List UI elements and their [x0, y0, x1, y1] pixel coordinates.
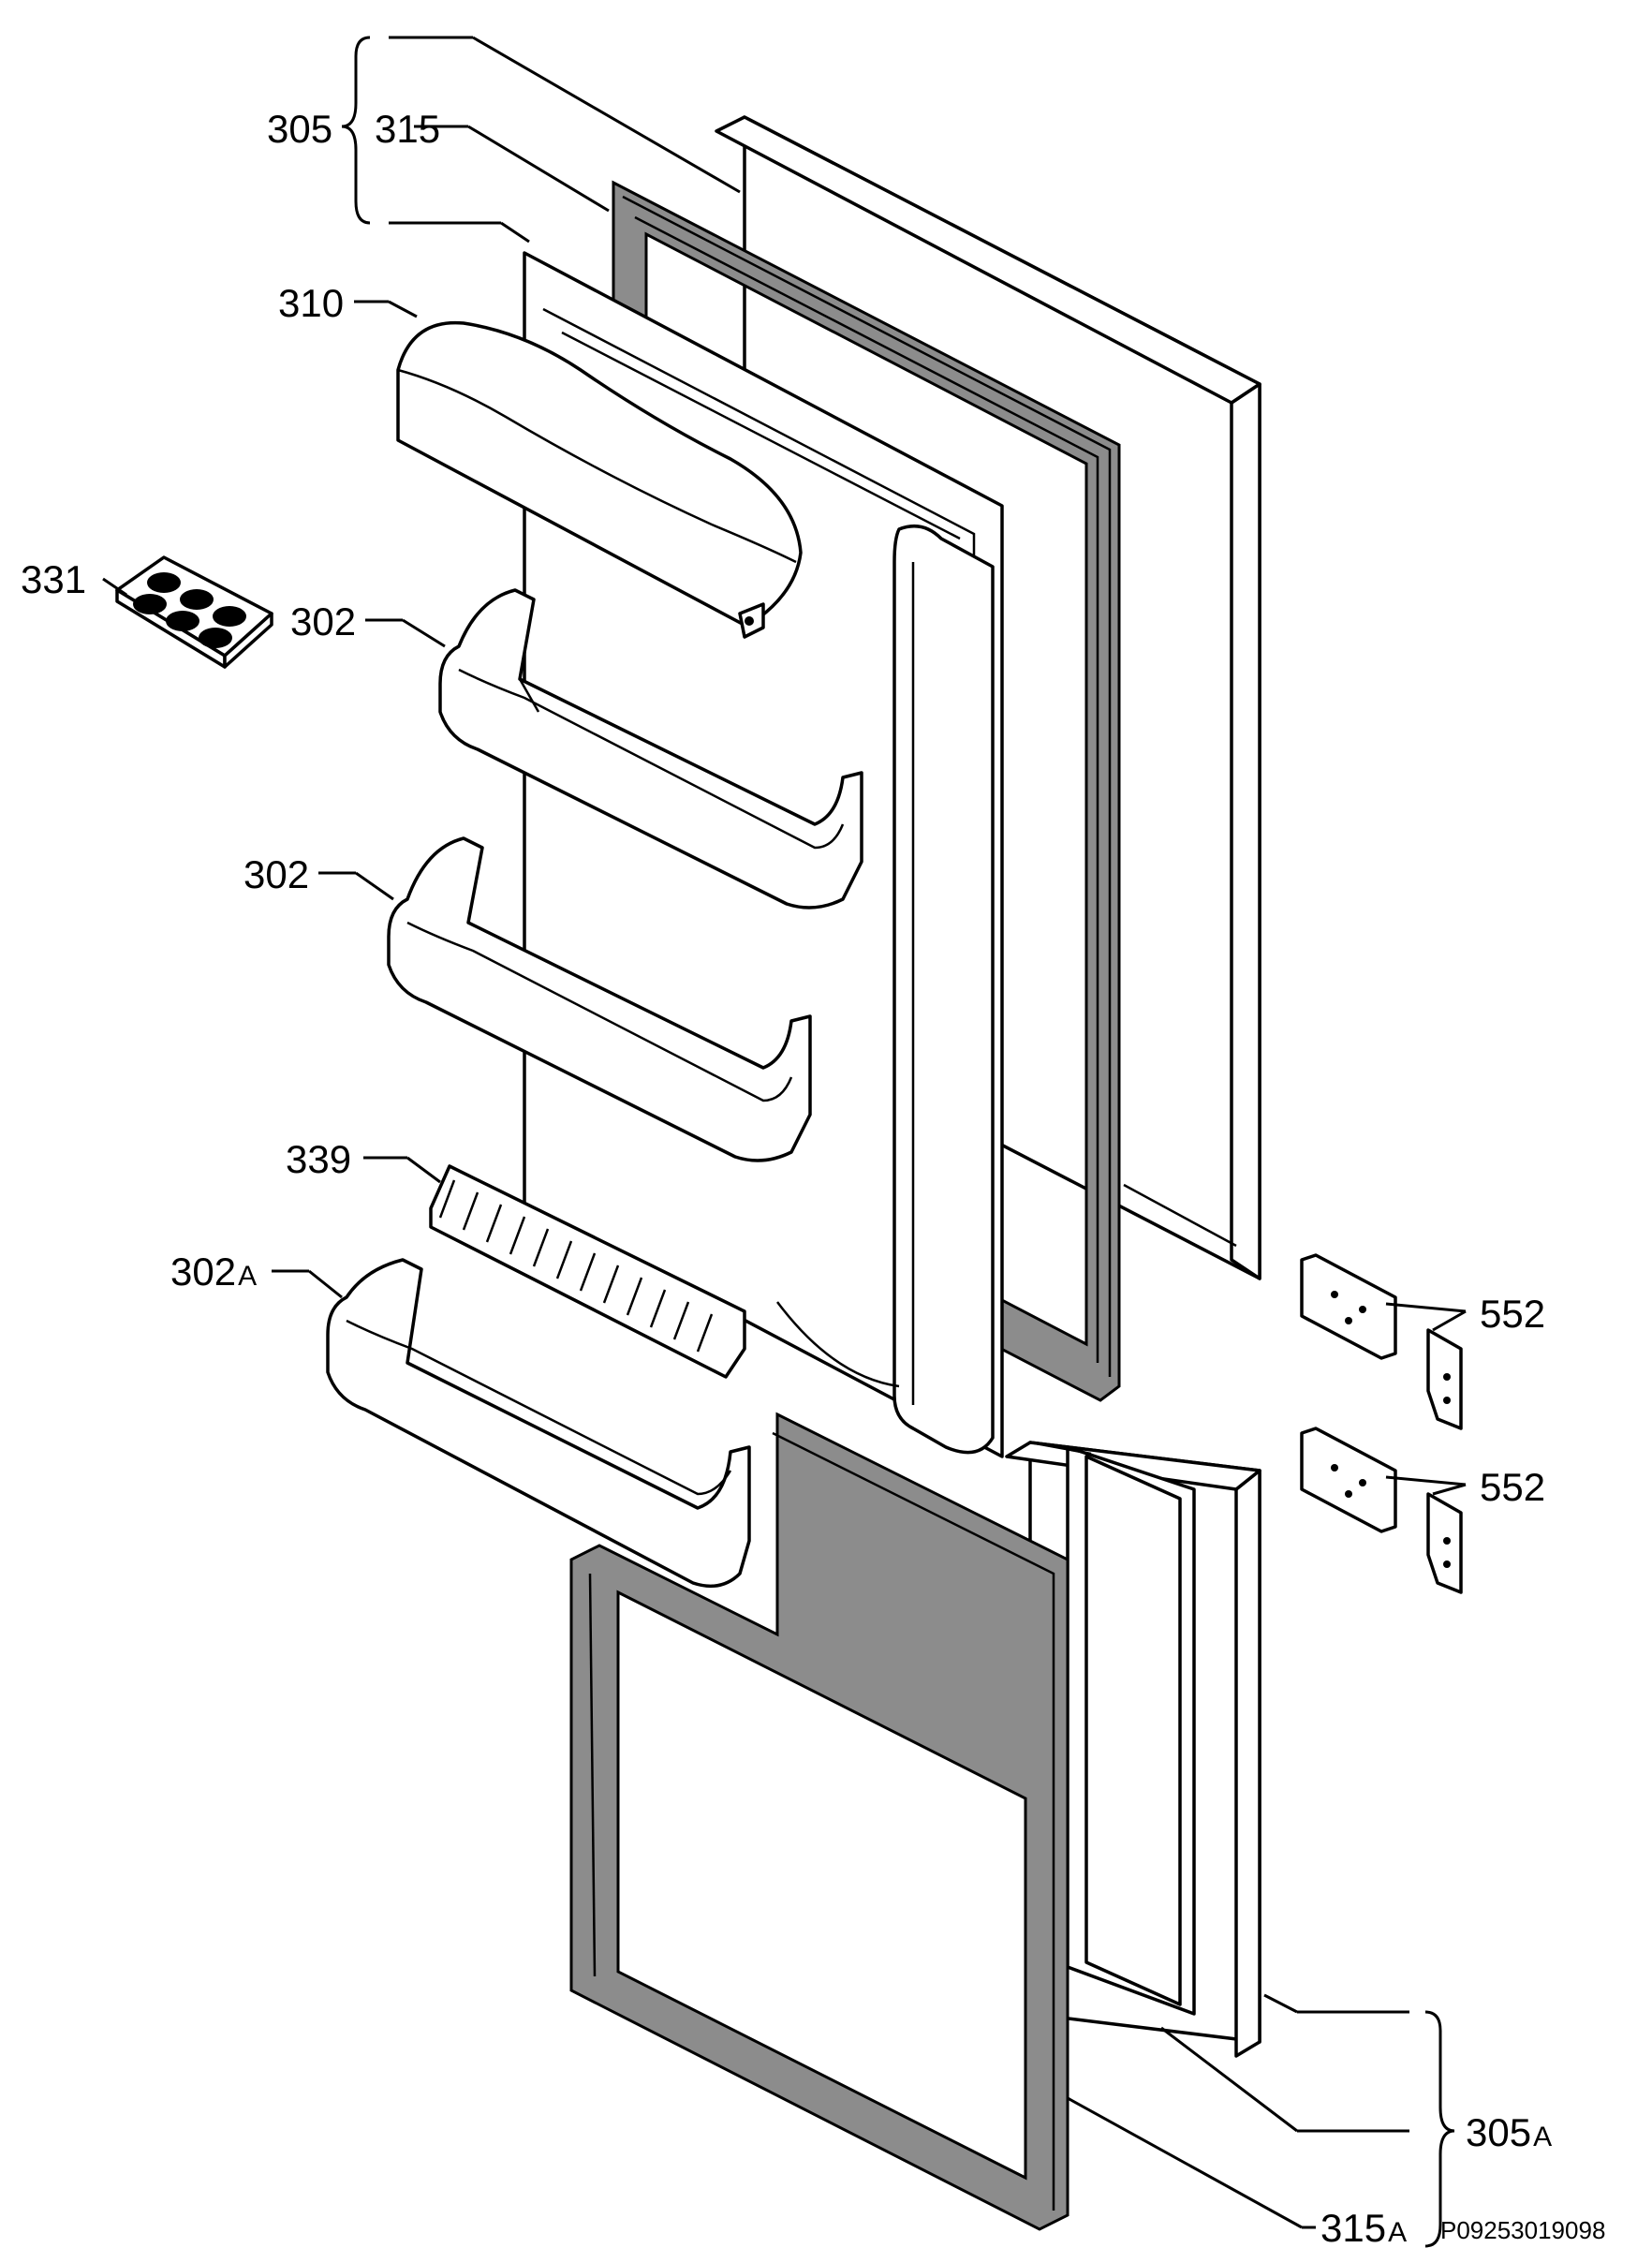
label-331: 331 [21, 557, 86, 601]
door-bin-302-middle [387, 836, 812, 1162]
label-302-upper: 302 [290, 599, 356, 643]
label-552-upper: 552 [1480, 1292, 1545, 1336]
door-shelf-310 [396, 320, 803, 639]
label-302A: 302A [170, 1250, 257, 1294]
label-315A: 315A [1320, 2206, 1407, 2248]
drawing-code: P09253019098 [1440, 2216, 1605, 2244]
label-552-lower: 552 [1480, 1465, 1545, 1509]
label-315: 315 [375, 107, 440, 151]
label-305A: 305A [1466, 2110, 1552, 2154]
door-bin-302A [326, 1258, 751, 1589]
bottle-retainer-339 [429, 1164, 746, 1379]
lower-door-gasket [569, 1412, 1069, 2231]
label-339: 339 [286, 1137, 351, 1181]
lower-door-panel [1005, 1441, 1261, 2058]
label-310: 310 [278, 281, 344, 325]
label-305: 305 [267, 107, 332, 151]
part-labels: 305 315 310 331 302 302 339 302A 552 552… [21, 107, 1605, 2248]
label-302-middle: 302 [243, 852, 309, 896]
egg-tray-331 [115, 555, 273, 669]
leader-lines [102, 36, 1467, 2248]
door-bin-302-upper [438, 588, 863, 910]
hinge-set-552-upper [1300, 1253, 1463, 1430]
hinge-set-552-lower [1300, 1427, 1463, 1594]
